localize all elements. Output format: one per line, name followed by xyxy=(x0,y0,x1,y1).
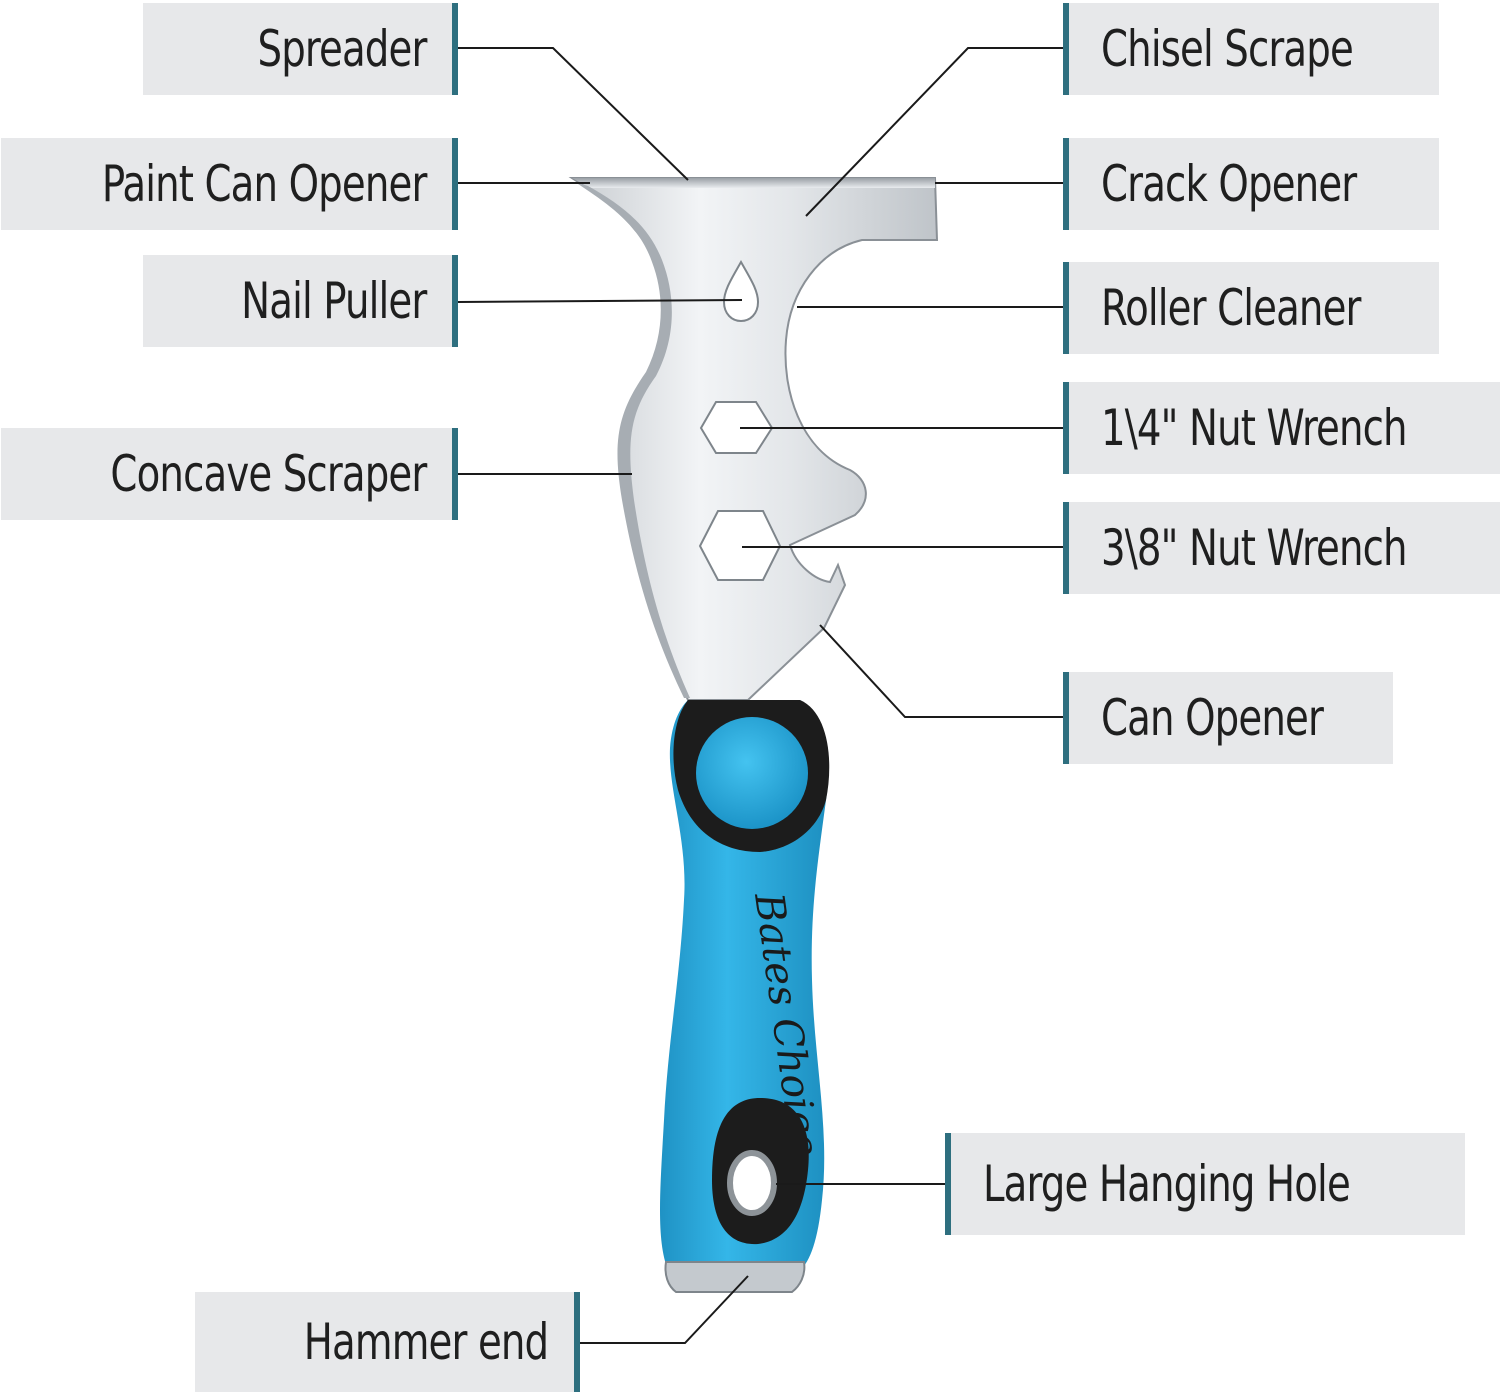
handle-blue-circle xyxy=(696,717,808,829)
label-paint-can-opener-text: Paint Can Opener xyxy=(101,155,426,213)
label-chisel-scrape: Chisel Scrape xyxy=(1063,3,1439,95)
nail-puller-hole xyxy=(722,259,760,323)
spreader-edge xyxy=(572,178,935,188)
hammer-end-cap xyxy=(664,1261,806,1293)
hanging-hole xyxy=(727,1150,777,1216)
label-hammer-end: Hammer end xyxy=(195,1292,580,1392)
label-large-hanging-hole-text: Large Hanging Hole xyxy=(983,1155,1351,1213)
label-roller-cleaner: Roller Cleaner xyxy=(1063,262,1439,354)
label-can-opener-text: Can Opener xyxy=(1101,689,1324,747)
label-nail-puller-text: Nail Puller xyxy=(240,272,427,330)
leader-chisel-scrape xyxy=(805,47,1064,217)
hex-hole-three-eighths xyxy=(698,510,782,581)
leader-spreader xyxy=(458,47,689,181)
label-concave-scraper: Concave Scraper xyxy=(1,428,458,520)
label-nut-wrench-quarter: 1\4" Nut Wrench xyxy=(1063,382,1500,474)
leader-hammer-end xyxy=(578,1275,749,1344)
label-spreader: Spreader xyxy=(143,3,458,95)
label-concave-scraper-text: Concave Scraper xyxy=(110,445,427,503)
label-nut-wrench-three-eighths: 3\8" Nut Wrench xyxy=(1063,502,1500,594)
label-nail-puller: Nail Puller xyxy=(143,255,458,347)
hex-hole-quarter xyxy=(699,401,774,454)
label-spreader-text: Spreader xyxy=(257,20,427,78)
label-large-hanging-hole: Large Hanging Hole xyxy=(945,1133,1465,1235)
blade-bevel xyxy=(575,182,690,698)
label-can-opener: Can Opener xyxy=(1063,672,1393,764)
label-nut-wrench-three-eighths-text: 3\8" Nut Wrench xyxy=(1101,519,1408,577)
leader-nail-puller xyxy=(457,299,743,303)
label-chisel-scrape-text: Chisel Scrape xyxy=(1101,20,1354,78)
label-crack-opener-text: Crack Opener xyxy=(1101,155,1357,213)
label-hammer-end-text: Hammer end xyxy=(303,1313,549,1371)
label-paint-can-opener: Paint Can Opener xyxy=(1,138,458,230)
leader-can-opener xyxy=(819,624,1064,718)
label-crack-opener: Crack Opener xyxy=(1063,138,1439,230)
label-roller-cleaner-text: Roller Cleaner xyxy=(1101,279,1361,337)
label-nut-wrench-quarter-text: 1\4" Nut Wrench xyxy=(1101,399,1408,457)
leader-lines xyxy=(457,47,1064,1344)
